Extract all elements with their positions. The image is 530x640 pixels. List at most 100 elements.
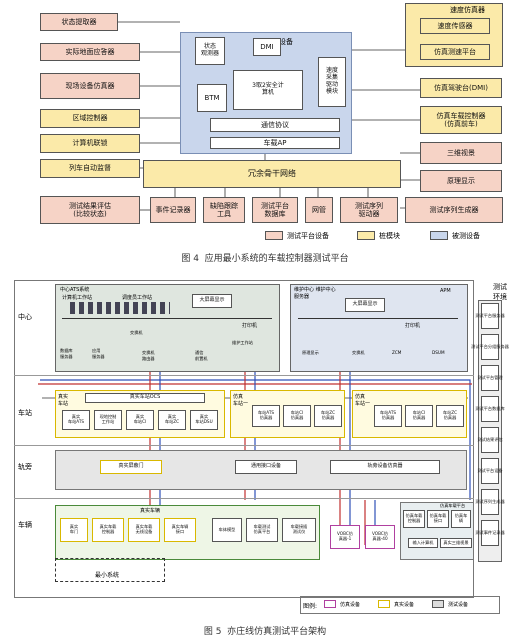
real-station-ocs: 真实车站OCS	[85, 393, 205, 403]
fig5-legend-swatch-real	[378, 600, 390, 608]
test-env-item-6: 测试序列生成器	[475, 489, 505, 515]
sim-station-1-ci: 车站CI 仿真器	[283, 405, 311, 427]
fig5-legend-sim: 仿真设备	[340, 602, 361, 608]
sim-onboard-platform-title: 仿真车载平台	[440, 503, 466, 508]
fig5-legend-box	[300, 596, 500, 614]
vehicle-item-0: 真实 车门	[60, 518, 88, 542]
switch-label-center: 交换机	[130, 330, 143, 335]
maintenance-wks-label: 维护工作站	[232, 340, 253, 345]
test-database-box: 测试平台 数据库	[252, 197, 298, 223]
sim-station-2-ats: 车站ATS 仿真器	[374, 405, 402, 427]
interlocking-box: 计算机联锁	[40, 134, 140, 153]
zone-controller-box: 区域控制器	[40, 109, 140, 128]
test-env-item-1: 测试平台分组服务器	[471, 334, 509, 360]
db-server-label: 数据库 服务器	[60, 348, 73, 359]
row-divider-1	[14, 375, 474, 376]
sim-onboard-controller-box: 仿真车载控制器 (仿真前车)	[420, 106, 502, 134]
legend-swatch-test	[265, 231, 283, 240]
sim-sub-3: 输入计算机	[408, 538, 438, 548]
workstation-icons	[70, 302, 170, 314]
big-screen-maint: 大屏幕显示	[345, 298, 385, 312]
speed-sensor-box: 速度传感器	[420, 18, 490, 34]
3d-view-box: 三维视景	[420, 142, 502, 164]
dmi-box: DMI	[253, 38, 281, 56]
test-env-item-2: 测试平台管理	[477, 365, 503, 391]
big-screen-center: 大屏幕显示	[192, 294, 232, 308]
test-sequence-generator-box: 测试序列生成器	[405, 197, 503, 223]
fig5-legend-label: 图例:	[303, 603, 318, 610]
figure5-caption: 图 5 亦庄线仿真测试平台架构	[203, 627, 327, 637]
apm-label: APM	[440, 288, 451, 294]
figure5-frame	[14, 280, 474, 598]
zcm-label: ZCM	[392, 350, 402, 355]
legend-label-test: 测试平台设备	[287, 232, 329, 240]
speed-platform-box: 仿真测速平台	[420, 44, 490, 60]
test-env-item-5: 测试平台设备	[477, 458, 503, 484]
row-label-vehicle: 车辆	[18, 521, 32, 529]
real-station-item-0: 真实 车站ATS	[62, 410, 90, 430]
sim-sub-1: 仿真车载 接口	[427, 510, 449, 528]
center-ats-group	[55, 284, 280, 372]
sim-station-1-zc: 车站ZC 仿真器	[314, 405, 342, 427]
maintenance-center-title: 维护中心 维护中心 服务器	[294, 287, 336, 300]
state-observer-box: 状态 观测器	[195, 37, 225, 65]
test-evaluation-box: 测试结果评估 (比较状态)	[40, 196, 140, 224]
test-env-item-0: 测试平台服务器	[475, 303, 505, 329]
center-lan	[62, 318, 272, 319]
fig5-legend-swatch-test	[432, 600, 444, 608]
center-ats-title: 中心ATS系统	[60, 287, 90, 293]
fig5-legend-test: 测试设备	[448, 602, 469, 608]
printer-center-label: 打印机	[242, 323, 258, 329]
real-station-item-2: 真实 车站CI	[126, 410, 154, 430]
trackside-simulator: 轨旁设备仿真器	[330, 460, 440, 474]
row-label-track: 轨旁	[18, 463, 32, 471]
sim-dmi-box: 仿真驾驶台(DMI)	[420, 78, 502, 98]
legend-swatch-stub	[357, 231, 375, 240]
sim-station-2-label: 仿真 车站一	[355, 394, 371, 407]
test-env-item-4: 测试结果评估	[477, 427, 503, 453]
vehicle-item-1: 真实车载 控制器	[92, 518, 124, 542]
sim-sub-2: 仿真车 辆	[451, 510, 471, 528]
test-env-item-3: 测试平台数据库	[475, 396, 505, 422]
gateway-label: 通信 前置机	[195, 350, 208, 361]
speed-simulator-title: 速度仿真器	[450, 6, 485, 14]
generic-interface: 通用接口设备	[235, 460, 297, 474]
network-mgmt-box: 网管	[305, 197, 333, 223]
legend-label-stub: 桩模块	[379, 232, 400, 240]
sim-sub-0: 仿真车载 控制器	[403, 510, 425, 528]
backbone-network: 冗余骨干网络	[143, 160, 401, 188]
origin-display-label: 原理显示	[302, 350, 319, 355]
switch-maint-label: 交换机	[352, 350, 365, 355]
vehicle-item-3: 真实车辆 接口	[164, 518, 196, 542]
event-recorder-box: 事件记录器	[150, 197, 196, 223]
sim-sub-4: 真实三维视景	[440, 538, 472, 548]
real-station-item-1: 现地控制 工作站	[94, 410, 122, 430]
dsum-label: DSUM	[432, 350, 445, 355]
comm-protocol-box: 通信协议	[210, 118, 340, 132]
dispatcher-workstation-label: 调度员工作站	[122, 295, 153, 301]
min-system-label: 最小系统	[95, 572, 120, 579]
ats-box: 列车自动监督	[40, 159, 140, 178]
speed-module-box: 速度 采集 驱动 模块	[318, 57, 346, 107]
vehicle-item-5: 车载测试 仿真平台	[246, 518, 278, 542]
row-label-station: 车站	[18, 409, 32, 417]
fig5-legend-real: 真实设备	[394, 602, 415, 608]
legend-swatch-dut	[430, 231, 448, 240]
defect-tracking-box: 缺陷跟踪 工具	[203, 197, 245, 223]
sim-station-1-ats: 车站ATS 仿真器	[252, 405, 280, 427]
sim-station-2-ci: 车站CI 仿真器	[405, 405, 433, 427]
state-extractor-box: 状态提取器	[40, 13, 118, 31]
vehicle-item-2: 真实车载 无线设备	[128, 518, 160, 542]
field-device-simulator-box: 现场设备仿真器	[40, 73, 140, 99]
real-screen-door: 真实屏蔽门	[100, 460, 162, 474]
real-balise-box: 实际地面应答器	[40, 43, 140, 61]
sim-station-2-zc: 车站ZC 仿真器	[436, 405, 464, 427]
printer-maint-label: 打印机	[405, 323, 421, 329]
center-ats-subtitle: 计算机工作站	[62, 295, 93, 301]
real-station-item-4: 真实 车站DSU	[190, 410, 218, 430]
vehicle-item-6: 车载接插 测试仪	[282, 518, 316, 542]
router-label: 交换机 路由器	[142, 350, 155, 361]
vehicle-item-4: 车体模型	[212, 518, 242, 542]
test-env-title: 测试 环境	[493, 283, 507, 301]
btm-box: BTM	[197, 84, 227, 112]
